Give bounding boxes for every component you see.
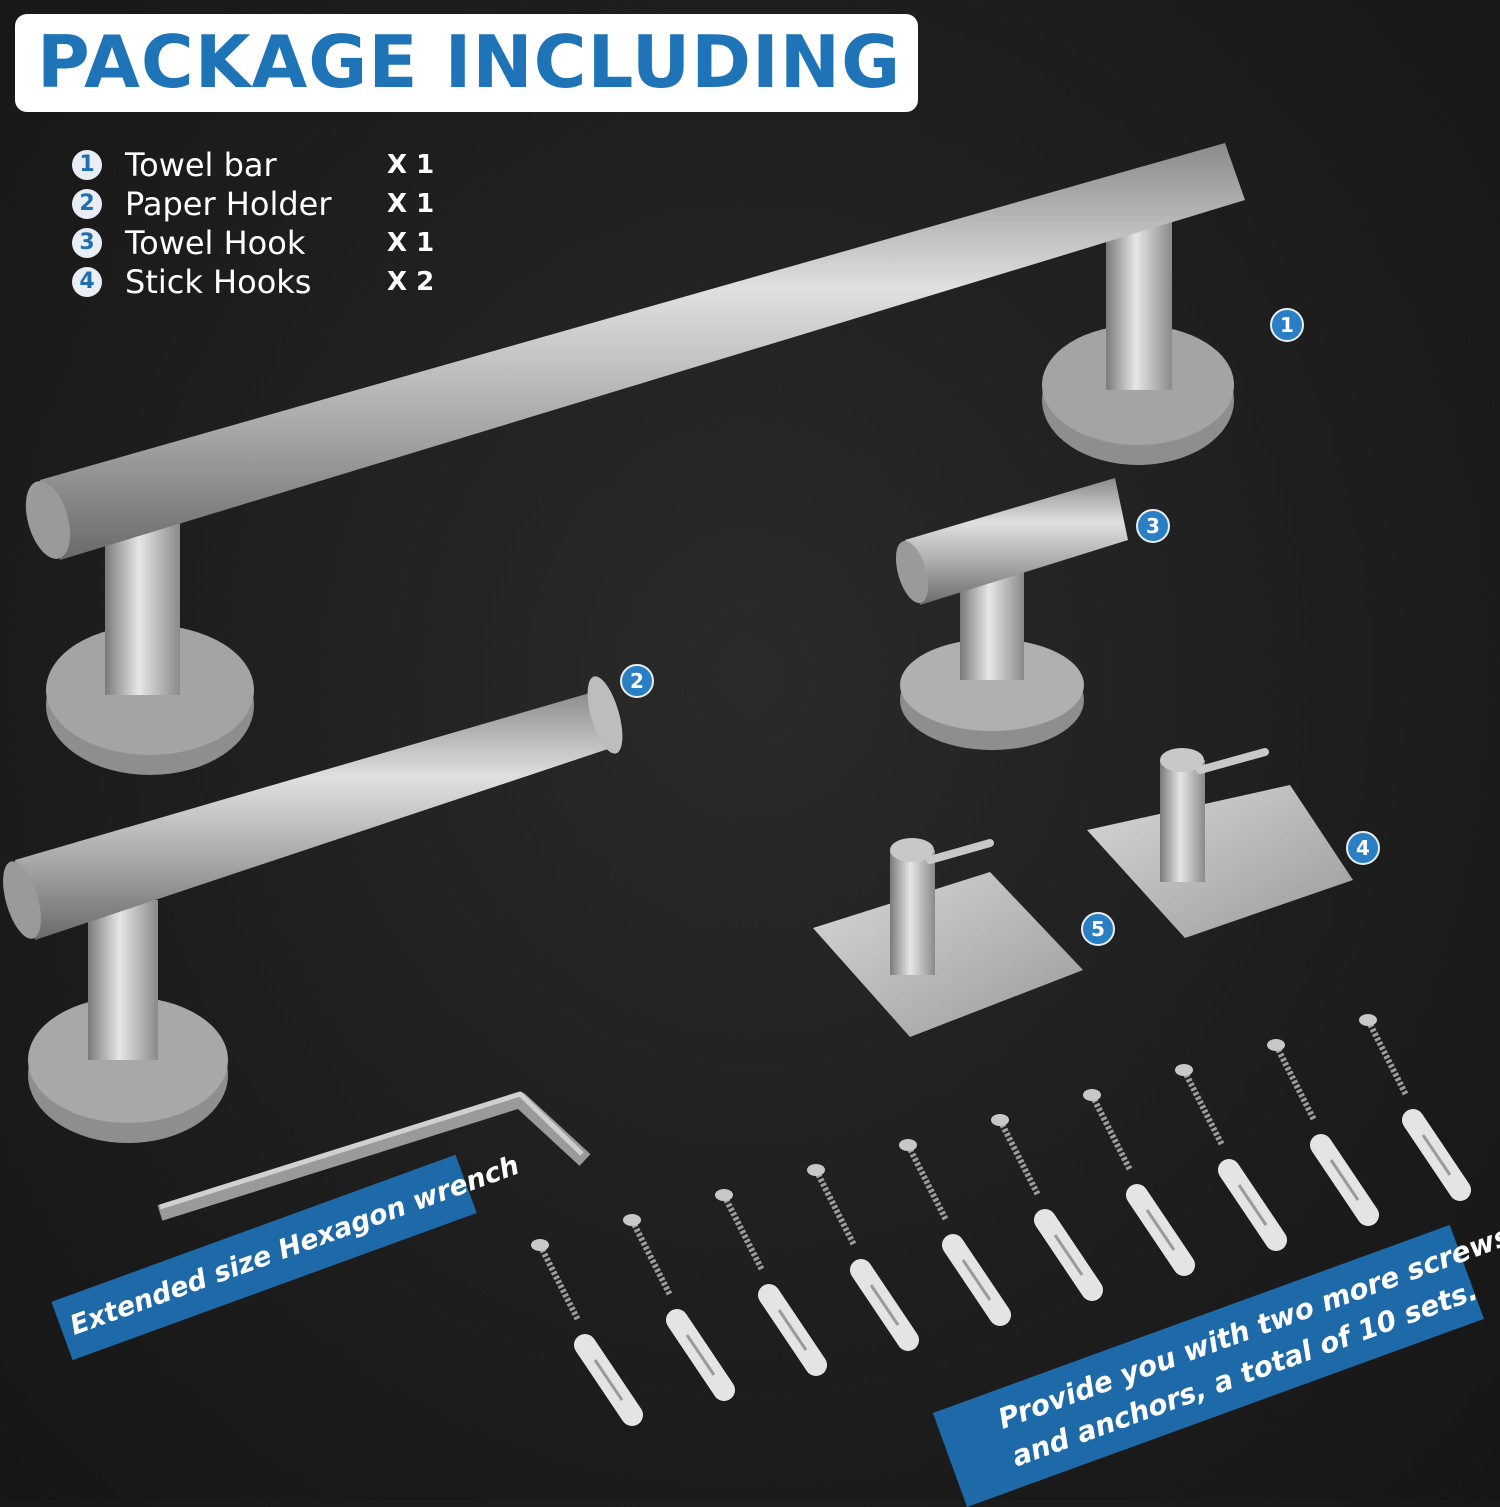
- screw-anchor-set: [1359, 1014, 1471, 1201]
- screw-head: [531, 1239, 549, 1251]
- list-item: 3 Towel Hook X 1: [72, 223, 434, 262]
- screw: [1365, 1018, 1409, 1097]
- marker-badge: 5: [1081, 912, 1115, 946]
- screw-anchor-set: [715, 1189, 827, 1376]
- marker-badge: 4: [1346, 831, 1380, 865]
- number-badge: 3: [72, 227, 102, 258]
- towel-hook: [895, 478, 1128, 750]
- marker-badge: 1: [1270, 308, 1304, 342]
- screw: [537, 1243, 581, 1322]
- screw: [721, 1193, 765, 1272]
- package-list: 1 Towel bar X 1 2 Paper Holder X 1 3 Towel Ho…: [72, 145, 434, 301]
- screw-anchor-set: [991, 1114, 1103, 1301]
- marker-badge: 3: [1136, 509, 1170, 543]
- screw-head: [991, 1114, 1009, 1126]
- marker-badge: 2: [620, 664, 654, 698]
- screw-anchor-set: [623, 1214, 735, 1401]
- screw: [1273, 1043, 1317, 1122]
- number-badge: 1: [72, 149, 102, 180]
- paper-holder: [3, 676, 623, 1143]
- screw-head: [1267, 1039, 1285, 1051]
- item-label: Paper Holder: [125, 184, 332, 223]
- screw-sets: [531, 1014, 1471, 1426]
- screw-anchor-set: [531, 1239, 643, 1426]
- towel-bar: [25, 143, 1245, 775]
- item-label: Towel Hook: [125, 223, 306, 262]
- page-title: PACKAGE INCLUDING: [37, 20, 902, 104]
- item-qty: X 1: [387, 227, 435, 258]
- item-qty: X 2: [387, 266, 435, 297]
- screw: [1181, 1068, 1225, 1147]
- item-label: Towel bar: [125, 145, 277, 184]
- screw-head: [1175, 1064, 1193, 1076]
- screw-anchor-set: [1267, 1039, 1379, 1226]
- stick-hook: [813, 838, 1083, 1037]
- screw-anchor-set: [899, 1139, 1011, 1326]
- stick-hook: [1087, 748, 1353, 938]
- screw-head: [715, 1189, 733, 1201]
- list-item: 2 Paper Holder X 1: [72, 184, 434, 223]
- screw-head: [899, 1139, 917, 1151]
- screw-head: [1359, 1014, 1377, 1026]
- screw: [997, 1118, 1041, 1197]
- screw: [813, 1168, 857, 1247]
- screw-head: [807, 1164, 825, 1176]
- screw: [905, 1143, 949, 1222]
- hex-wrench: [157, 1091, 591, 1221]
- screw-head: [1083, 1089, 1101, 1101]
- screw: [629, 1218, 673, 1297]
- list-item: 4 Stick Hooks X 2: [72, 262, 434, 301]
- screw-head: [623, 1214, 641, 1226]
- screw-anchor-set: [1083, 1089, 1195, 1276]
- list-item: 1 Towel bar X 1: [72, 145, 434, 184]
- item-label: Stick Hooks: [125, 262, 312, 301]
- item-qty: X 1: [387, 149, 435, 180]
- title-box: PACKAGE INCLUDING: [15, 14, 918, 112]
- item-qty: X 1: [387, 188, 435, 219]
- number-badge: 4: [72, 266, 102, 297]
- screw-anchor-set: [807, 1164, 919, 1351]
- number-badge: 2: [72, 188, 102, 219]
- screw: [1089, 1093, 1133, 1172]
- screw-anchor-set: [1175, 1064, 1287, 1251]
